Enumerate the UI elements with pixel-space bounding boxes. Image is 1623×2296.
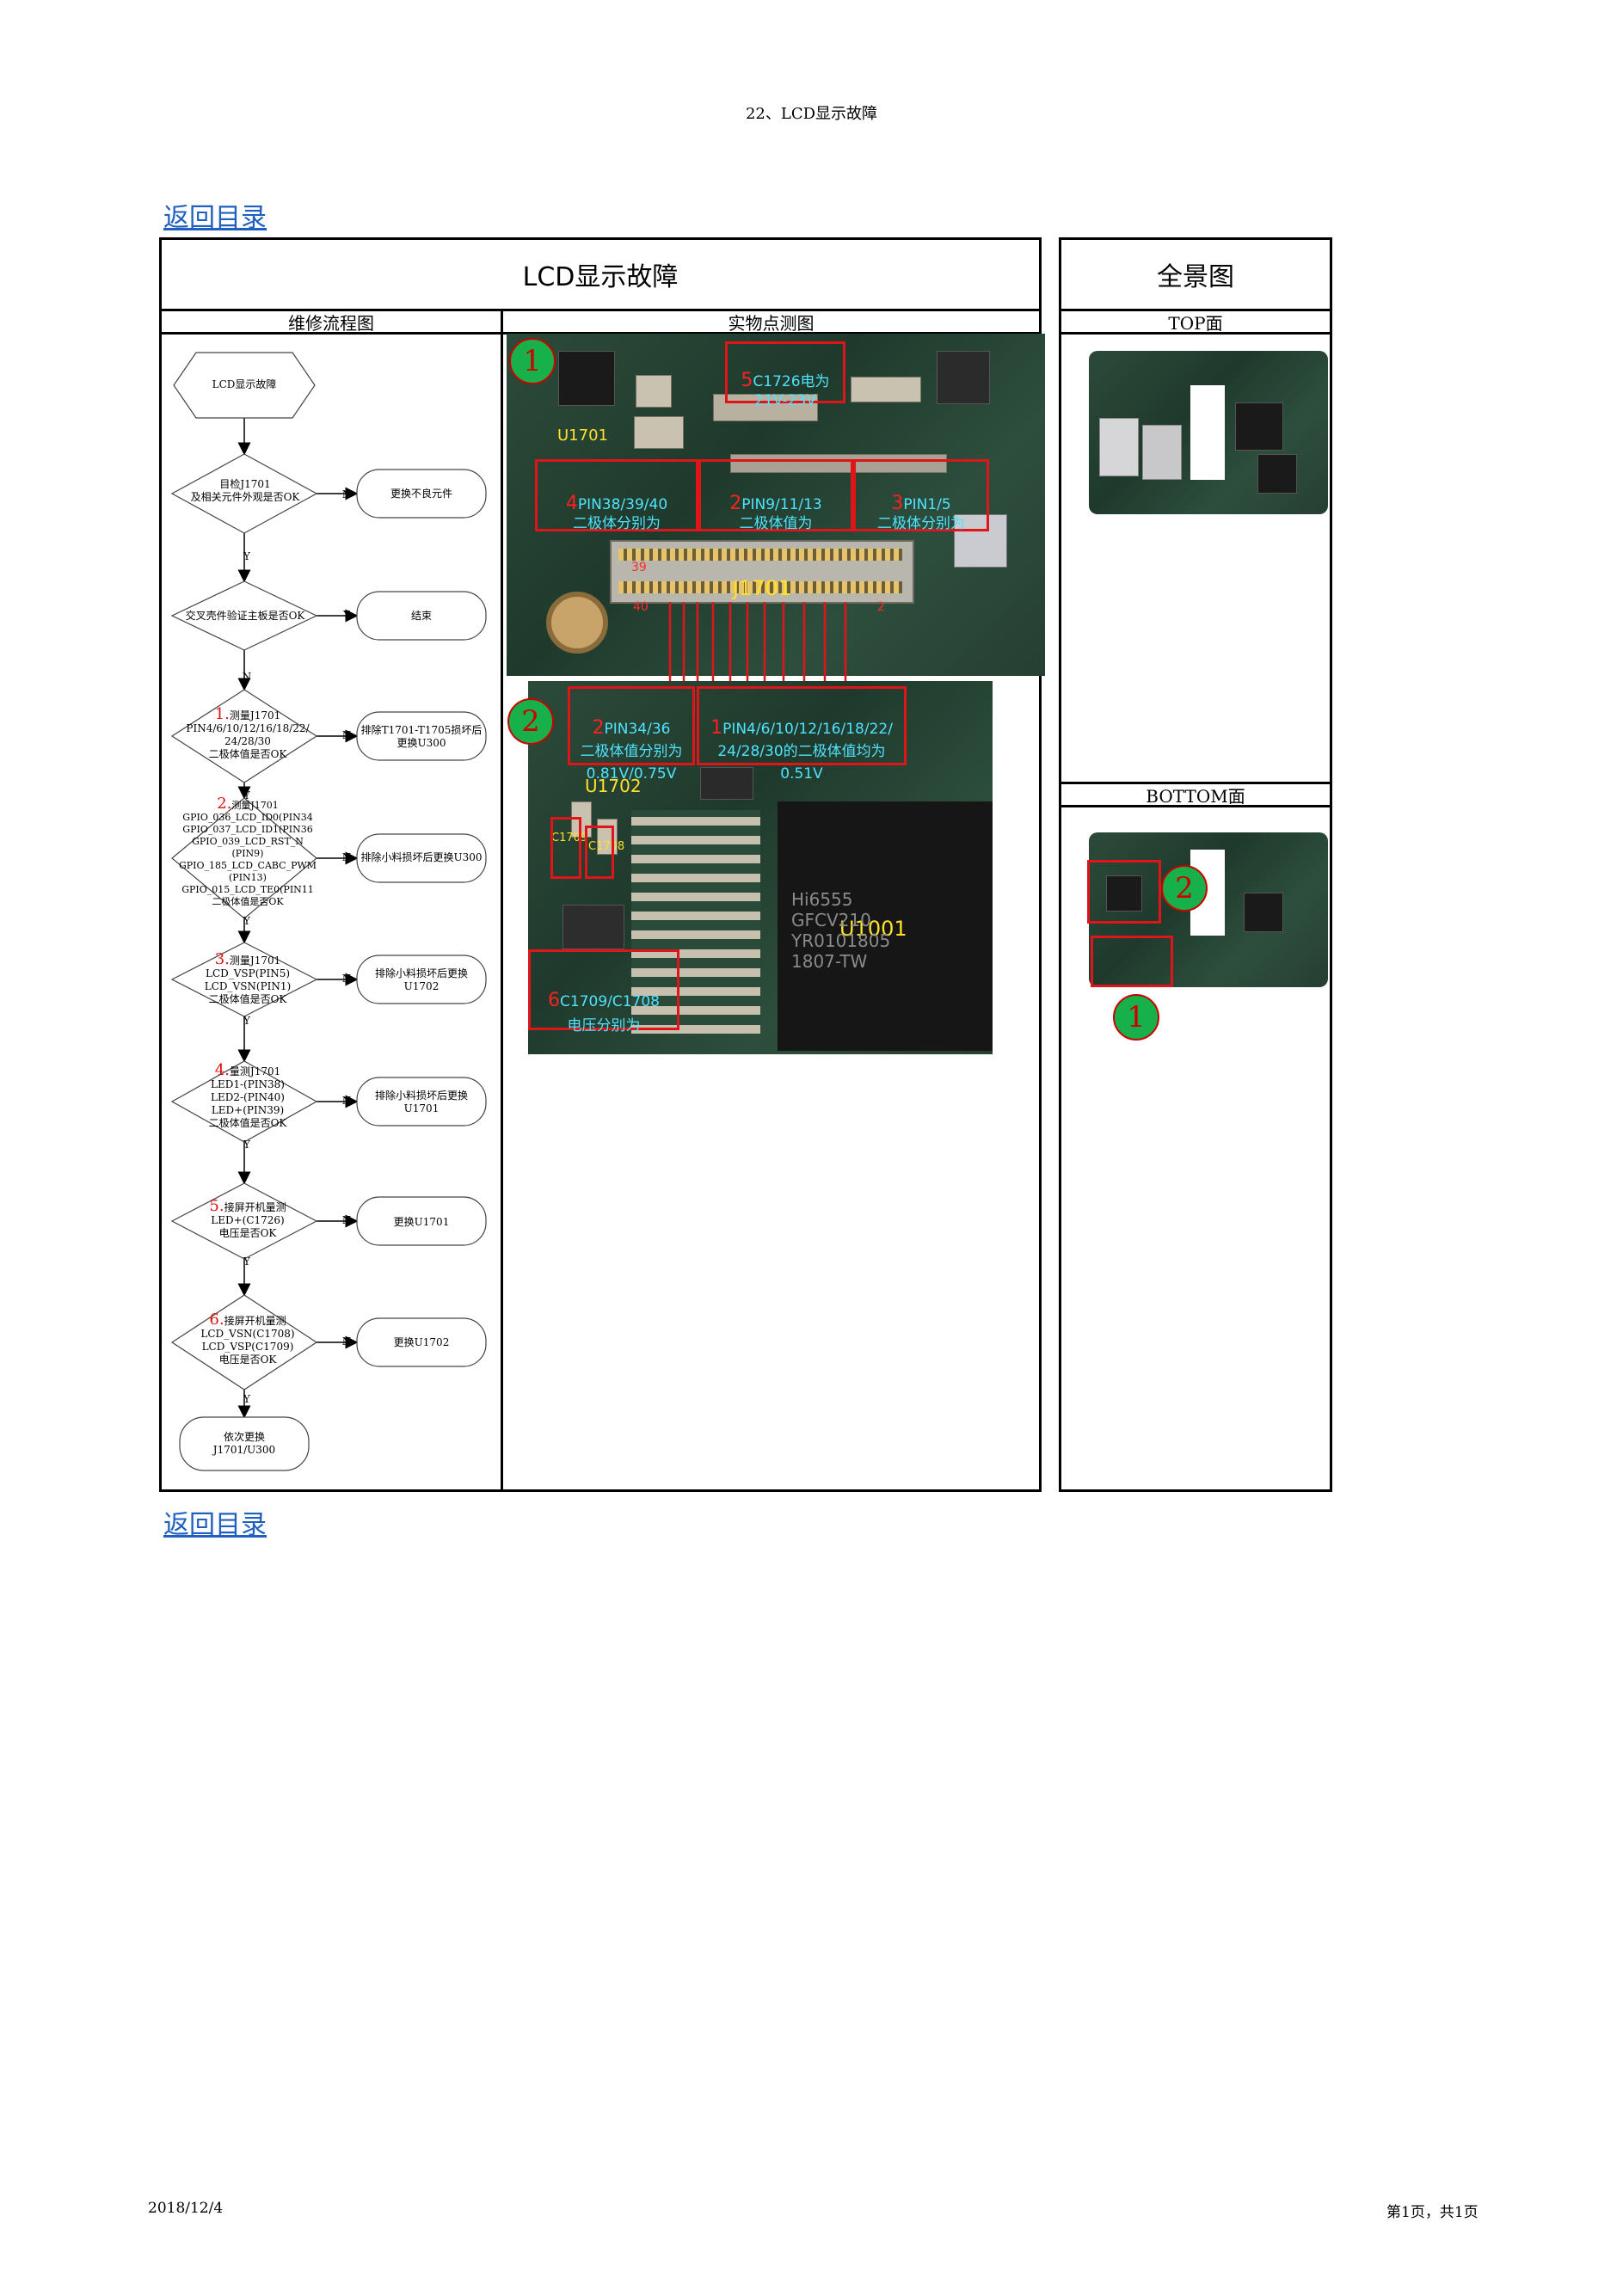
back-to-contents-link-top[interactable]: 返回目录 xyxy=(163,203,267,233)
pin-label-40: 40 xyxy=(633,600,649,614)
annotation-box-5 xyxy=(725,341,845,403)
highlight-c1709 xyxy=(550,817,581,879)
bottom-side-label: BOTTOM面 xyxy=(1146,785,1245,807)
pcb-photo-u1001 xyxy=(528,681,993,1054)
flow-no-label: N xyxy=(341,973,352,985)
marker-circle-1: 1 xyxy=(509,338,556,384)
annotation-box-4 xyxy=(535,459,698,531)
flow-no-label: N xyxy=(242,671,252,683)
flow-decision-6: 4.量测J1701 LED1-(PIN38) LED2-(PIN40) LED+… xyxy=(208,1061,287,1130)
annotation-5-text: 5C1726电为 21V-23V xyxy=(741,370,830,410)
board-bottom-view xyxy=(1089,832,1328,987)
page-header-title: 22、LCD显示故障 xyxy=(745,105,878,123)
column-header-photo: 实物点测图 xyxy=(728,312,815,334)
flow-decision-1: 目检J1701 及相关元件外观是否OK xyxy=(190,478,300,503)
flow-yes-label: Y xyxy=(243,1139,250,1151)
annotation-p2-6-text: 6C1709/C1708 电压分别为 xyxy=(548,990,660,1034)
flow-result-1: 更换不良元件 xyxy=(390,488,452,500)
flow-end: 依次更换 J1701/U300 xyxy=(212,1431,276,1456)
flow-decision-8: 6.接屏开机量测 LCD_VSN(C1708) LCD_VSP(C1709) 电… xyxy=(200,1311,295,1366)
flow-result-7: 更换U1701 xyxy=(393,1216,450,1228)
bottom-highlight-2 xyxy=(1087,860,1161,924)
flow-no-label: N xyxy=(341,1335,352,1348)
label-c1709: C1709 xyxy=(551,832,588,844)
flow-no-label: N xyxy=(341,488,352,500)
flow-yes-label: Y xyxy=(243,1255,250,1268)
panorama-title: 全景图 xyxy=(1157,262,1234,292)
bottom-marker-2: 2 xyxy=(1161,865,1208,912)
chip-marking-u1001: Hi6555 GFCV210 YR0101805 1807-TW xyxy=(791,889,891,972)
flow-no-label: N xyxy=(341,851,352,863)
flow-yes-label: Y xyxy=(343,609,350,621)
annotation-box-p2-2 xyxy=(568,686,695,765)
label-u1702: U1702 xyxy=(585,776,642,796)
annotation-box-p2-1 xyxy=(697,686,907,765)
annotation-3-text: 3PIN1/5 二极体分别为 xyxy=(877,493,965,533)
annotation-4-text: 4PIN38/39/40 二极体分别为 xyxy=(565,493,668,533)
back-to-contents-link-bottom[interactable]: 返回目录 xyxy=(163,1510,267,1540)
annotation-box-2 xyxy=(698,459,853,531)
marker-circle-2: 2 xyxy=(507,698,554,745)
label-u1001: U1001 xyxy=(839,917,907,941)
annotation-box-p2-6 xyxy=(528,949,679,1030)
flow-result-8: 更换U1702 xyxy=(393,1336,450,1348)
top-side-label: TOP面 xyxy=(1168,312,1223,334)
table-title: LCD显示故障 xyxy=(522,262,679,292)
panorama-table: 全景图 TOP面 BOTTOM面 xyxy=(1059,237,1332,1492)
label-j1701: J1701 xyxy=(733,576,792,600)
flow-decision-7: 5.接屏开机量测 LED+(C1726) 电压是否OK xyxy=(209,1197,286,1240)
footer-page-count: 第1页，共1页 xyxy=(1386,2204,1479,2221)
annotation-p2-2-text: 2PIN34/36 二极体值分别为 0.81V/0.75V xyxy=(580,717,683,783)
flow-start: LCD显示故障 xyxy=(212,378,277,390)
label-u1701: U1701 xyxy=(557,427,608,445)
flow-decision-5: 3.测量J1701 LCD_VSP(PIN5) LCD_VSN(PIN1) 二极… xyxy=(204,950,292,1006)
pcb-photo-j1701 xyxy=(507,334,1045,676)
flow-decision-2: 交叉壳件验证主板是否OK xyxy=(185,610,305,622)
footer-date: 2018/12/4 xyxy=(148,2200,224,2217)
flow-result-5: 排除小料损坏后更换 U1702 xyxy=(374,967,468,992)
label-c1708: C1708 xyxy=(588,840,625,853)
flow-yes-label: Y xyxy=(243,550,250,562)
column-header-flow: 维修流程图 xyxy=(288,312,374,334)
flow-result-2: 结束 xyxy=(410,610,432,622)
annotation-p2-1-text: 1PIN4/6/10/12/16/18/22/ 24/28/30的二极体值均为 … xyxy=(710,717,893,783)
board-top-view xyxy=(1089,351,1328,514)
pin-label-2: 2 xyxy=(877,600,885,614)
flow-no-label: N xyxy=(341,1214,352,1226)
pin-label-39: 39 xyxy=(631,561,647,574)
flow-decision-3: 1.测量J1701 PIN4/6/10/12/16/18/22/ 24/28/3… xyxy=(186,705,310,761)
flow-decision-4: 2.测量J1701 GPIO_036_LCD_ID0(PIN34 GPIO_03… xyxy=(178,795,317,908)
bottom-marker-1: 1 xyxy=(1113,994,1159,1041)
flow-yes-label: Y xyxy=(243,1015,250,1027)
flow-result-3: 排除T1701-T1705损坏后 更换U300 xyxy=(360,724,483,749)
repair-flowchart xyxy=(170,352,487,1471)
highlight-c1708 xyxy=(585,826,614,879)
annotation-2-text: 2PIN9/11/13 二极体值为 xyxy=(729,493,822,533)
flow-result-4: 排除小料损坏后更换U300 xyxy=(360,851,483,863)
flow-no-label: N xyxy=(341,729,352,741)
flow-result-6: 排除小料损坏后更换 U1701 xyxy=(374,1090,468,1114)
main-table: LCD显示故障 维修流程图 实物点测图 xyxy=(159,237,1042,1492)
flow-yes-label: Y xyxy=(243,915,250,927)
bottom-highlight-1 xyxy=(1091,936,1173,987)
annotation-box-3 xyxy=(853,459,989,531)
flow-yes-label: Y xyxy=(243,1393,250,1405)
flow-yes-label: Y xyxy=(243,789,250,801)
flow-no-label: N xyxy=(341,1095,352,1107)
